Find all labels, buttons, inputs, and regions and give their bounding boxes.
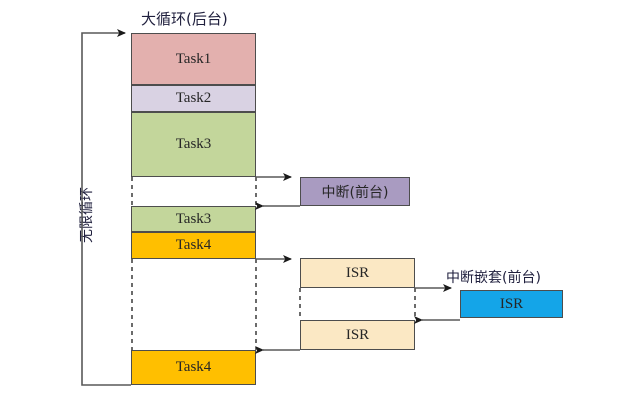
block-task2: Task2	[131, 85, 256, 112]
block-isr-nested: ISR	[460, 290, 563, 318]
block-task4-resumed: Task4	[131, 350, 256, 385]
infinite-loop-label: 无限循环	[79, 187, 95, 243]
block-task3-resumed: Task3	[131, 206, 256, 232]
title-nested-interrupt: 中断嵌套(前台)	[446, 270, 541, 286]
block-interrupt: 中断(前台)	[300, 177, 410, 206]
block-isr-first: ISR	[300, 258, 415, 288]
block-isr-resumed: ISR	[300, 320, 415, 350]
block-task1: Task1	[131, 33, 256, 85]
block-task4-first: Task4	[131, 232, 256, 259]
title-main-loop: 大循环(后台)	[141, 10, 228, 28]
block-task3-first: Task3	[131, 112, 256, 177]
